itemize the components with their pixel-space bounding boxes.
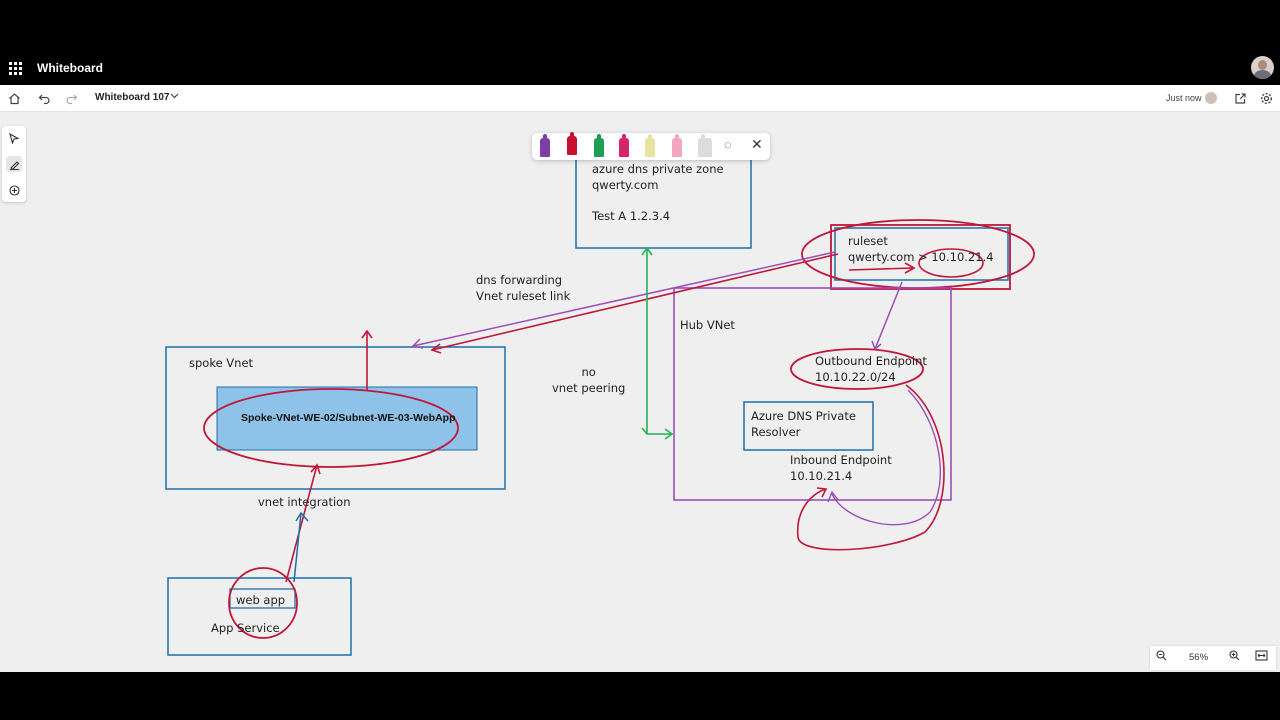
share-icon[interactable] xyxy=(1232,90,1248,106)
webapp-to-vnet-blue xyxy=(293,511,309,583)
board-title[interactable]: Whiteboard 107 xyxy=(95,92,170,103)
link-note: dns forwarding Vnet ruleset link xyxy=(476,273,571,303)
outbound-inbound-red xyxy=(797,384,945,551)
collaborator-avatar[interactable] xyxy=(1205,92,1217,104)
settings-icon[interactable] xyxy=(1258,90,1274,106)
resolver-box xyxy=(743,401,874,451)
zoom-level: 56% xyxy=(1189,652,1209,663)
app-service-label: App Service xyxy=(211,621,280,635)
app-service-box xyxy=(167,577,352,656)
ruleset-link-purple xyxy=(411,251,836,349)
undo-icon[interactable] xyxy=(36,90,52,106)
green-pen[interactable] xyxy=(594,134,604,157)
yellow-highlighter[interactable] xyxy=(645,134,655,157)
close-icon[interactable]: ✕ xyxy=(751,136,763,152)
spoke-vnet-label: spoke Vnet xyxy=(189,356,254,370)
dns-zone-record: Test A 1.2.3.4 xyxy=(592,209,671,223)
pen-toolbar: ◌ ✕ xyxy=(532,132,770,160)
pink-highlighter[interactable] xyxy=(672,134,682,157)
no-peering-note: no vnet peering xyxy=(552,365,626,395)
subnet-label: Spoke-VNet-WE-02/Subnet-WE-03-WebApp xyxy=(241,412,456,424)
subnet-box xyxy=(216,386,478,451)
app-name: Whiteboard xyxy=(37,61,103,75)
outbound-inbound-purple xyxy=(827,389,941,526)
select-tool-icon[interactable] xyxy=(6,130,22,146)
lasso-select-icon[interactable]: ◌ xyxy=(724,137,732,152)
purple-pen[interactable] xyxy=(540,134,550,157)
ruleset-to-outbound xyxy=(871,281,903,351)
dns-zone-title: azure dns private zone qwerty.com xyxy=(592,162,724,192)
home-icon[interactable] xyxy=(6,90,22,106)
left-toolbar xyxy=(2,126,26,202)
ink-layer xyxy=(165,149,1035,656)
red-pen[interactable] xyxy=(567,132,577,155)
eraser-icon[interactable] xyxy=(698,134,712,157)
no-peering-line xyxy=(641,246,674,440)
magenta-pen[interactable] xyxy=(619,134,629,157)
ruleset-underline-arrow xyxy=(848,262,916,274)
redo-icon[interactable] xyxy=(63,90,79,106)
app-bar: Whiteboard xyxy=(0,51,1280,85)
zoom-controls: 56% xyxy=(1150,646,1276,670)
web-app-label: web app xyxy=(236,593,286,607)
add-icon[interactable] xyxy=(6,182,22,198)
whiteboard-canvas[interactable]: azure dns private zone qwerty.com Test A… xyxy=(0,112,1280,672)
subnet-ellipse xyxy=(203,388,459,468)
ruleset-ip-ellipse xyxy=(918,248,984,278)
webapp-to-subnet-red xyxy=(285,463,321,583)
zoom-out-icon[interactable] xyxy=(1156,650,1167,664)
app-launcher-icon[interactable] xyxy=(9,62,22,75)
red-arrow-up xyxy=(361,329,373,390)
command-bar: Whiteboard 107 Just now xyxy=(0,85,1280,112)
outbound-endpoint: Outbound Endpoint 10.10.22.0/24 xyxy=(815,354,927,384)
bottom-letterbox xyxy=(0,672,1280,720)
ruleset-link-red xyxy=(430,253,839,354)
ruleset-rule: qwerty.com > 10.10.21.4 xyxy=(848,250,994,264)
ruleset-label: ruleset xyxy=(848,234,888,248)
hub-vnet-box xyxy=(673,287,952,501)
inking-tool-icon[interactable] xyxy=(6,156,22,172)
fit-to-screen-icon[interactable] xyxy=(1255,650,1268,664)
user-avatar[interactable] xyxy=(1251,56,1274,79)
ruleset-box-outer xyxy=(830,224,1011,290)
inbound-endpoint: Inbound Endpoint 10.10.21.4 xyxy=(790,453,892,483)
web-app-ellipse xyxy=(228,567,298,639)
resolver-label: Azure DNS Private Resolver xyxy=(751,409,856,439)
chevron-down-icon[interactable] xyxy=(170,91,179,103)
spoke-vnet-box xyxy=(165,346,506,490)
vnet-integration-label: vnet integration xyxy=(258,495,351,509)
hub-vnet-label: Hub VNet xyxy=(680,318,735,332)
save-status: Just now xyxy=(1166,93,1202,103)
zoom-in-icon[interactable] xyxy=(1229,650,1240,664)
outbound-ellipse xyxy=(790,348,924,390)
